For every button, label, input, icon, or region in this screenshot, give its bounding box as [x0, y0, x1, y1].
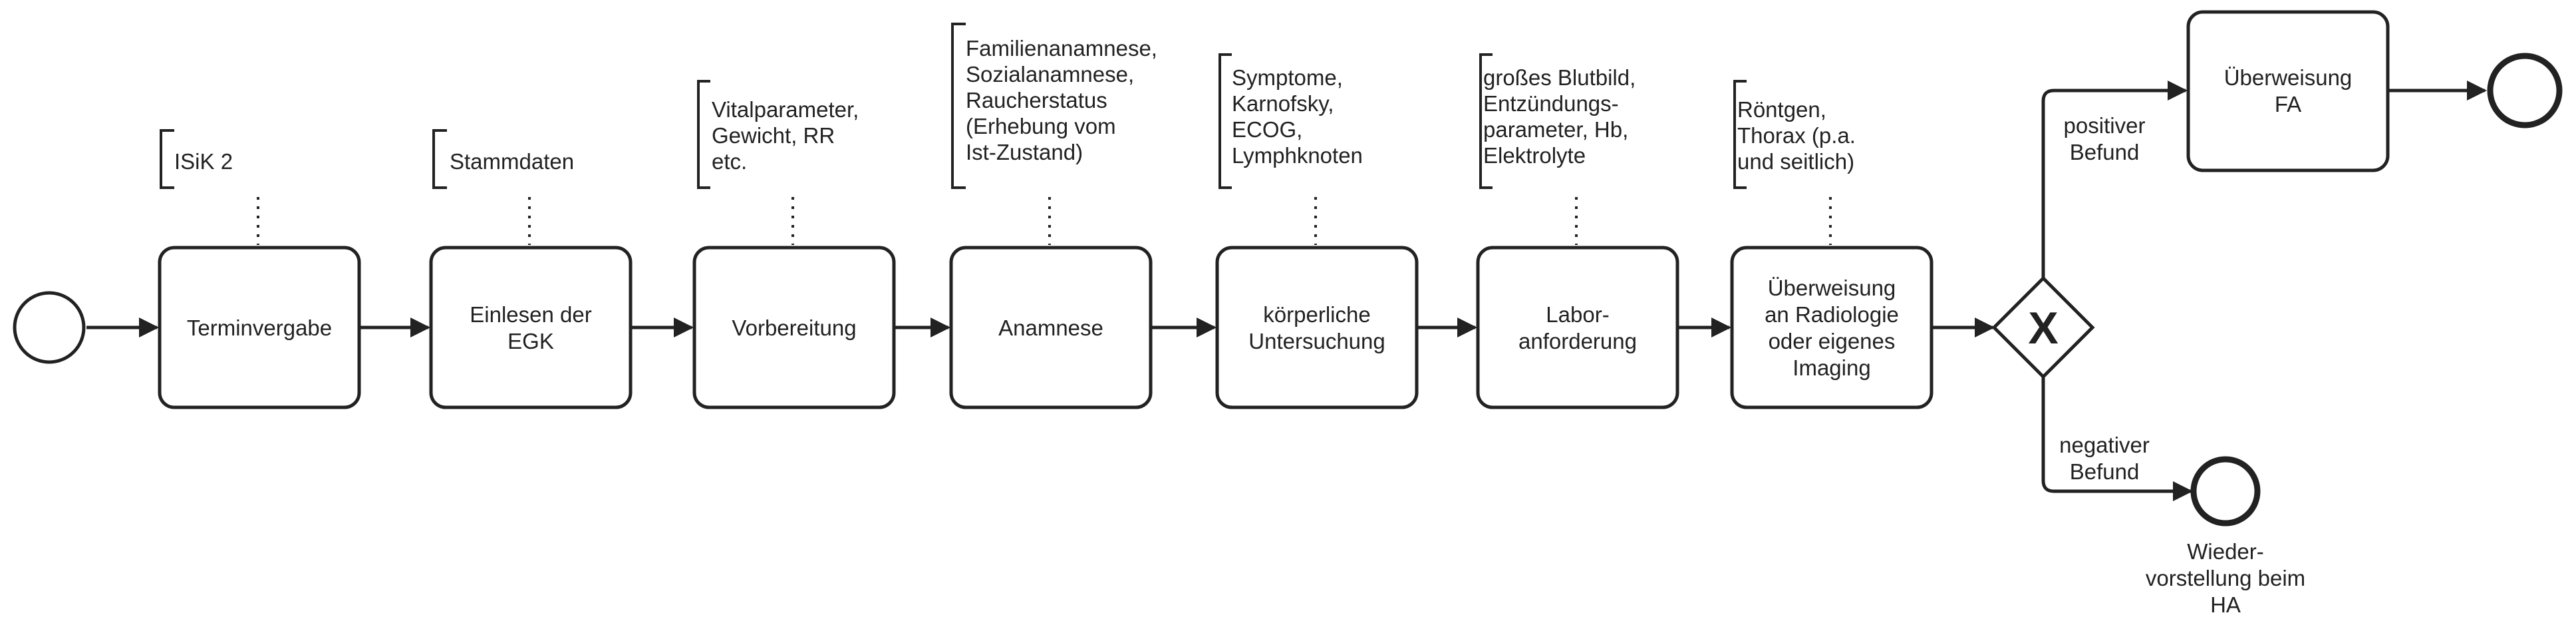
task-box[interactable] [949, 246, 1153, 409]
annotation-t6: großes Blutbild,Entzündungs-parameter, H… [1479, 53, 1636, 189]
annotation-t5: Symptome,Karnofsky,ECOG,Lymphknoten [1218, 53, 1363, 189]
start-event[interactable] [13, 291, 86, 364]
annotation-bracket [432, 129, 447, 189]
gateway-x-icon: X [2028, 303, 2058, 353]
annotation-bracket [1733, 80, 1747, 189]
task-label: Labor-anforderung [1518, 302, 1637, 353]
annotation-text: ISiK 2 [174, 149, 233, 174]
associations [257, 197, 1832, 245]
annotation-t4: Familienanamnese,Sozialanamnese,Rauchers… [951, 23, 1157, 189]
annotation-t7: Röntgen,Thorax (p.a.und seitlich) [1733, 80, 1856, 189]
task-box[interactable] [1730, 246, 1933, 409]
task-terminvergabe[interactable]: Terminvergabe [158, 246, 361, 409]
task-label: Terminvergabe [187, 316, 332, 340]
task-label: Vorbereitung [732, 316, 856, 340]
flow-gateway-positive [2041, 81, 2188, 278]
annotation-t1: ISiK 2 [160, 129, 233, 189]
task-box[interactable] [1215, 246, 1419, 409]
end-event-negative[interactable] [2190, 456, 2261, 527]
annotation-text: Stammdaten [450, 149, 574, 174]
annotation-text: Röntgen,Thorax (p.a.und seitlich) [1737, 97, 1856, 174]
annotation-bracket [1479, 53, 1493, 189]
task-box[interactable] [2186, 10, 2390, 172]
flow-gateway-negative [2041, 377, 2193, 501]
exclusive-gateway[interactable]: X [1991, 276, 2095, 379]
text-annotations: ISiK 2 Stammdaten Vitalparameter,Gewicht… [160, 23, 1856, 189]
gateway-diamond[interactable] [1991, 276, 2095, 379]
annotation-bracket [951, 23, 966, 189]
annotation-bracket [160, 129, 174, 189]
task-box[interactable] [1476, 246, 1679, 409]
task-box[interactable] [158, 246, 361, 409]
annotation-text: Symptome,Karnofsky,ECOG,Lymphknoten [1232, 65, 1363, 168]
annotation-text: großes Blutbild,Entzündungs-parameter, H… [1483, 65, 1636, 168]
annotation-bracket [697, 80, 710, 189]
annotation-text: Familienanamnese,Sozialanamnese,Rauchers… [966, 36, 1157, 164]
task-anamnese[interactable]: Anamnese [949, 246, 1153, 409]
end-event-positive[interactable] [2487, 53, 2563, 128]
annotation-bracket [1218, 53, 1232, 189]
task-box[interactable] [692, 246, 896, 409]
task-box[interactable] [429, 246, 633, 409]
annotation-t2: Stammdaten [432, 129, 574, 189]
task-label: Anamnese [998, 316, 1103, 340]
sequence-flows [86, 81, 2487, 501]
task-vorbereitung[interactable]: Vorbereitung [692, 246, 896, 409]
task-laboranforderung[interactable]: Labor-anforderung [1476, 246, 1679, 409]
